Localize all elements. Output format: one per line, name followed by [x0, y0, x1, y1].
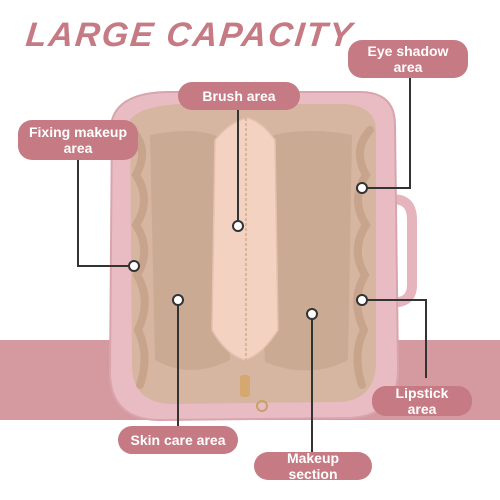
- right-ruffle: [353, 126, 374, 389]
- brush-area-label: Brush area: [178, 82, 300, 110]
- eye-shadow-area-label: Eye shadow area: [348, 40, 468, 78]
- fixing-makeup-text-line1: Fixing makeup: [28, 123, 128, 140]
- makeup-section-label: Makeup section: [254, 449, 372, 482]
- zipper-ring: [256, 400, 268, 412]
- makeup-marker: [306, 308, 318, 320]
- zipper-pull: [240, 375, 250, 397]
- eye-shadow-marker: [356, 182, 368, 194]
- makeup-section-text: Makeup section: [286, 449, 340, 482]
- eye-shadow-text-line1: Eye shadow: [367, 42, 449, 59]
- lipstick-area-text: Lipstick area: [395, 384, 449, 417]
- lipstick-marker: [356, 294, 368, 306]
- skin-care-marker: [172, 294, 184, 306]
- fixing-marker: [128, 260, 140, 272]
- right-pocket: [255, 131, 352, 371]
- left-pocket: [150, 131, 230, 370]
- bag-handle: [387, 194, 417, 308]
- brush-area-text: Brush area: [202, 87, 276, 104]
- fixing-leader: [77, 158, 134, 267]
- skin-care-area-text: Skin care area: [130, 431, 226, 448]
- eye-shadow-text-line2: area: [393, 59, 423, 75]
- lipstick-area-label: Lipstick area: [372, 384, 472, 417]
- left-ruffle: [128, 126, 149, 389]
- eye-shadow-leader: [362, 78, 411, 189]
- lipstick-leader: [362, 299, 427, 378]
- fixing-makeup-text-line2: area: [63, 140, 93, 156]
- skin-care-area-label: Skin care area: [118, 426, 238, 454]
- fixing-makeup-area-label: Fixing makeup area: [18, 120, 138, 160]
- brush-marker: [232, 220, 244, 232]
